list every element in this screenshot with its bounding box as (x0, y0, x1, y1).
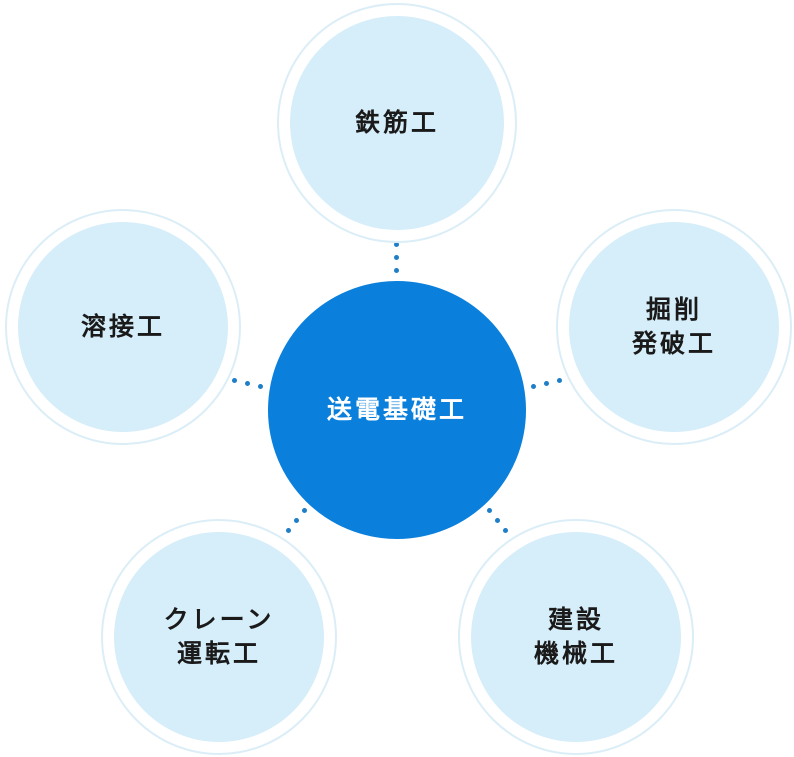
node-label: 溶接工 (80, 312, 165, 341)
node-left: 溶接工 (5, 209, 241, 445)
node-label: 建設 機械工 (533, 605, 618, 668)
node-label: クレーン 運転工 (163, 605, 275, 668)
node-bottom-right: 建設 機械工 (458, 519, 694, 755)
center-label: 送電基礎工 (326, 395, 467, 424)
node-label: 掘削 発破工 (631, 295, 716, 358)
node-right: 掘削 発破工 (556, 209, 792, 445)
node-label: 鉄筋工 (354, 108, 439, 137)
node-bottom-left: クレーン 運転工 (101, 519, 337, 755)
node-top: 鉄筋工 (277, 3, 517, 243)
node-center: 送電基礎工 (268, 281, 526, 539)
